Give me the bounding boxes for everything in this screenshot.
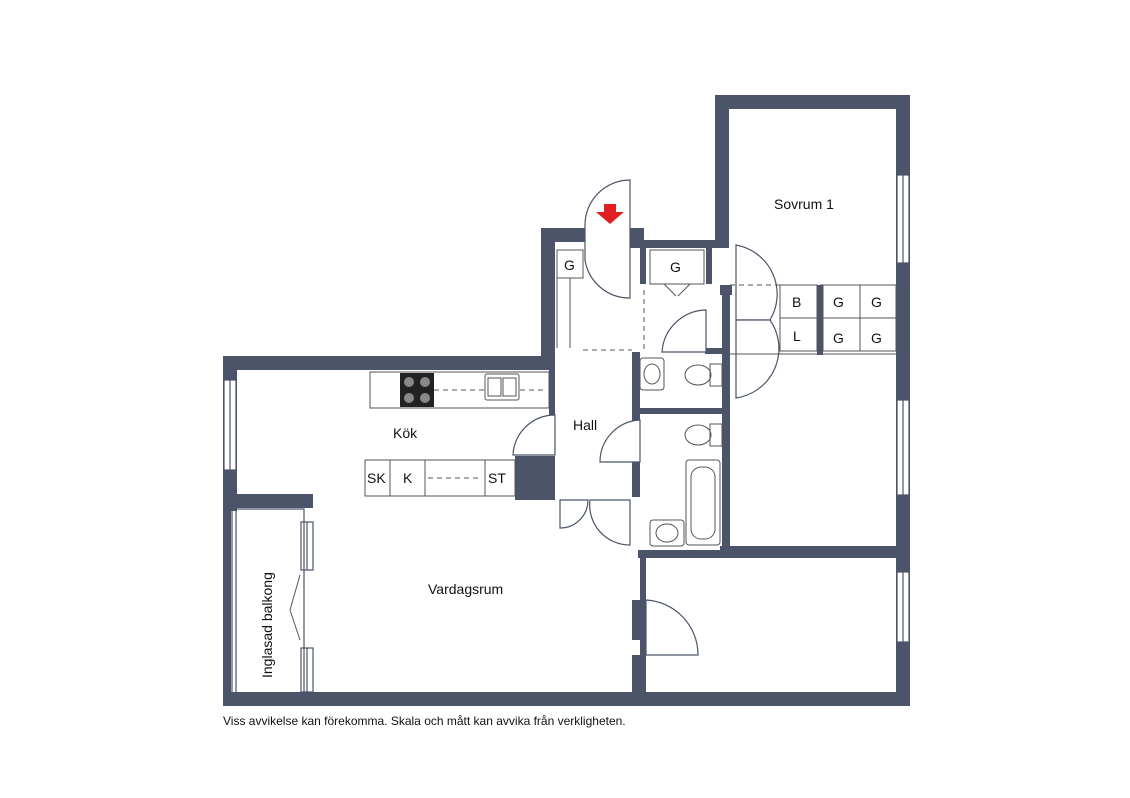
bath-sink bbox=[649, 519, 685, 547]
wall bbox=[223, 494, 231, 706]
wall bbox=[640, 550, 646, 700]
room-label-hall: Hall bbox=[573, 417, 597, 433]
disclaimer-text: Viss avvikelse kan förekomma. Skala och … bbox=[223, 714, 626, 728]
wardrobe-entry bbox=[649, 249, 705, 285]
doors bbox=[512, 179, 780, 656]
wall bbox=[223, 692, 910, 706]
wall bbox=[515, 456, 555, 500]
wall bbox=[638, 408, 728, 414]
bathroom-door bbox=[599, 419, 641, 463]
wall bbox=[715, 95, 910, 109]
windows bbox=[223, 174, 910, 693]
interior-walls bbox=[549, 248, 910, 700]
wall bbox=[549, 360, 555, 415]
bedroom-door bbox=[735, 244, 778, 321]
wall bbox=[640, 248, 646, 284]
wall bbox=[638, 550, 910, 558]
fixture-label-k: K bbox=[403, 470, 413, 486]
wall bbox=[817, 285, 823, 355]
fixtures bbox=[364, 249, 897, 547]
room-label-kitchen: Kök bbox=[393, 425, 418, 441]
wall bbox=[632, 655, 640, 700]
storage-g4 bbox=[859, 317, 897, 352]
room-door bbox=[645, 599, 699, 656]
fixture-label-g2: G bbox=[871, 294, 882, 310]
living-door-right bbox=[589, 499, 631, 546]
wall bbox=[632, 600, 640, 640]
entrance-door bbox=[584, 179, 631, 299]
balcony-outline bbox=[231, 508, 305, 701]
wall bbox=[720, 546, 910, 552]
kitchen-counter-top bbox=[369, 371, 550, 409]
sink bbox=[484, 373, 520, 401]
wall bbox=[223, 356, 555, 370]
wall bbox=[720, 285, 732, 295]
living-door-left bbox=[559, 499, 589, 529]
fixture-label-st: ST bbox=[488, 470, 506, 486]
fixture-label-b: B bbox=[792, 294, 801, 310]
room-label-balcony: Inglasad balkong bbox=[259, 572, 275, 678]
fixture-label-l: L bbox=[793, 328, 801, 344]
stove bbox=[400, 373, 434, 407]
wc-door bbox=[661, 309, 707, 353]
fixture-label-g4: G bbox=[871, 330, 882, 346]
wall bbox=[722, 285, 730, 553]
fixture-label-wardrobe-left: G bbox=[564, 257, 575, 273]
wall bbox=[630, 228, 644, 242]
bathtub bbox=[685, 459, 721, 546]
wall bbox=[705, 348, 730, 354]
wall bbox=[715, 95, 729, 245]
room-label-living: Vardagsrum bbox=[428, 581, 503, 597]
room-label-bedroom1: Sovrum 1 bbox=[774, 196, 834, 212]
fixture-label-wardrobe-entry: G bbox=[670, 259, 681, 275]
wall bbox=[223, 494, 313, 508]
wall bbox=[541, 228, 555, 368]
fixture-label-sk: SK bbox=[367, 470, 386, 486]
wall bbox=[541, 228, 585, 242]
fixture-label-g3: G bbox=[833, 330, 844, 346]
fixture-label-g1: G bbox=[833, 294, 844, 310]
toilet-1 bbox=[709, 363, 723, 387]
balcony-door bbox=[289, 574, 301, 641]
kitchen-counter-bottom bbox=[364, 459, 516, 497]
entrance-arrow bbox=[596, 204, 624, 224]
wc-sink bbox=[639, 357, 665, 391]
wall bbox=[630, 240, 729, 248]
storage-l bbox=[779, 317, 818, 352]
toilet-2 bbox=[709, 423, 723, 447]
wall bbox=[706, 248, 712, 284]
walls bbox=[223, 95, 910, 706]
kitchen-door bbox=[512, 414, 556, 456]
